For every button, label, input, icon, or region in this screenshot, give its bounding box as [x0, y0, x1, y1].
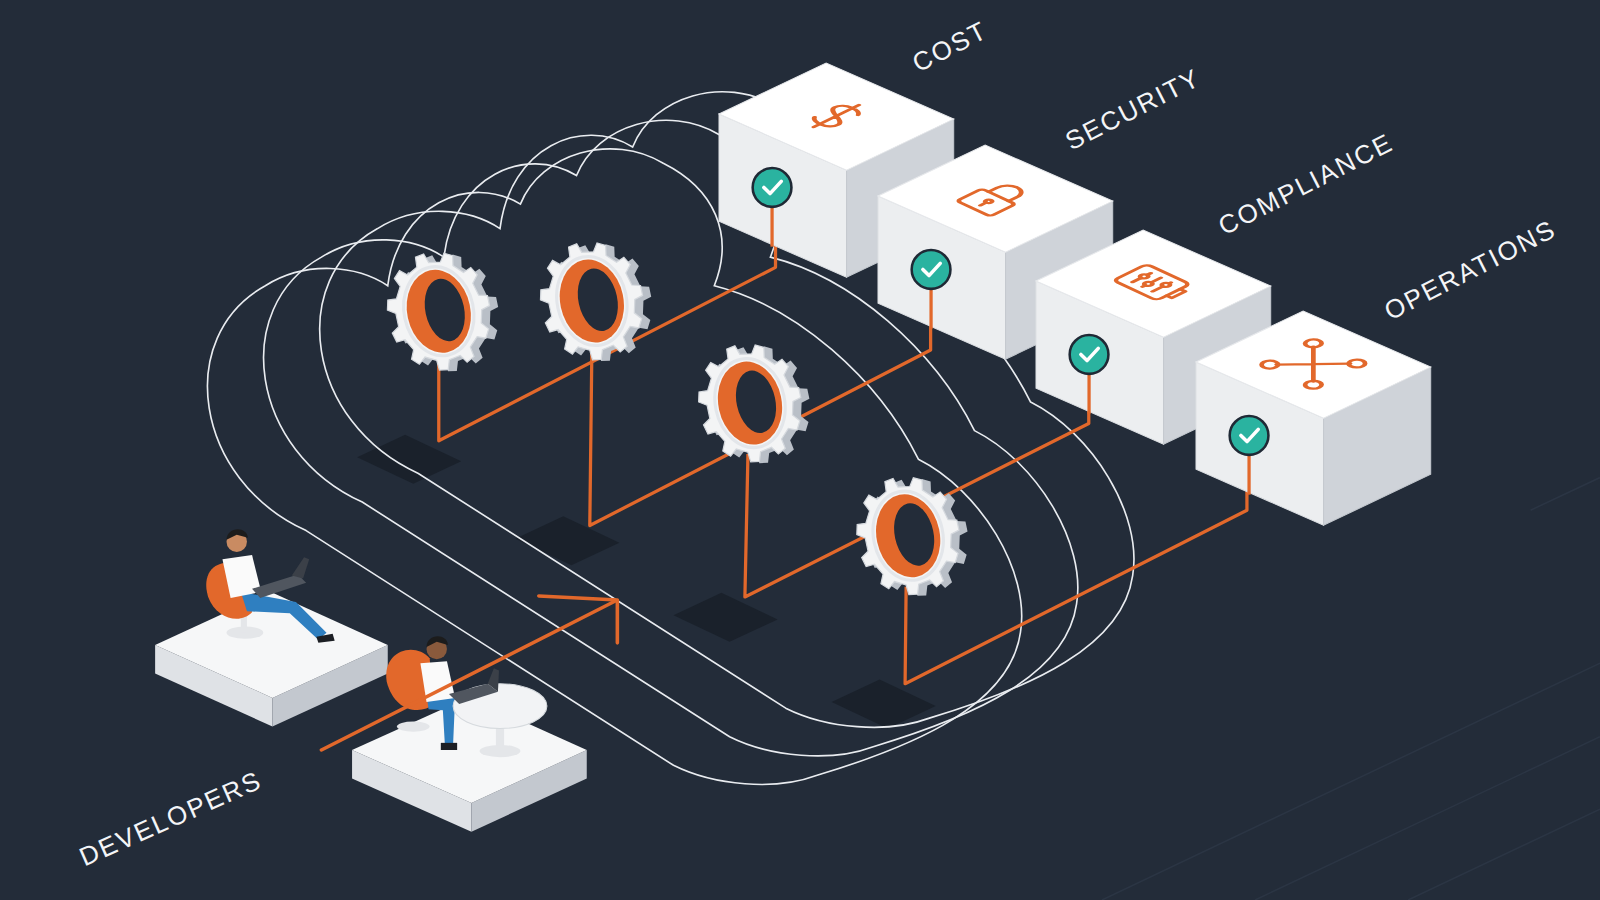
- developer-figure: [206, 529, 334, 643]
- check-badge: [1230, 416, 1269, 455]
- icon-stroke: [804, 101, 869, 132]
- icon-stroke: [1160, 282, 1172, 288]
- gear-icon: [689, 333, 821, 474]
- floor-lines: [1255, 737, 1600, 900]
- check-badge: [1069, 335, 1108, 374]
- icon-stroke: [1258, 359, 1281, 370]
- icon: [1258, 338, 1368, 391]
- developer-figure: [480, 745, 521, 757]
- gear-ring: [869, 488, 948, 583]
- gear-rim: [707, 352, 794, 454]
- cloud-outline: [320, 92, 1134, 728]
- gear-rim: [549, 250, 636, 352]
- check-circle: [1069, 335, 1108, 374]
- developer-figure: [316, 634, 334, 643]
- check-circle: [753, 168, 792, 207]
- gear-ring: [710, 356, 789, 451]
- gear-face: [689, 335, 812, 472]
- gear-hole: [572, 265, 623, 335]
- gear-hole: [419, 275, 470, 345]
- cube-icon: [1258, 338, 1368, 391]
- check-mark: [764, 182, 781, 194]
- check-circle: [911, 250, 950, 289]
- gear-face: [847, 467, 970, 604]
- flow-arrow: [539, 596, 618, 643]
- gear-icon: [531, 231, 663, 372]
- cube-shape: [1196, 311, 1433, 527]
- icon-stroke: [1152, 282, 1170, 291]
- icon-stroke: [1345, 358, 1368, 369]
- gear-face: [378, 243, 501, 380]
- gear-rim: [396, 260, 483, 362]
- icon-stroke: [1142, 281, 1154, 287]
- connector-wires: [905, 449, 1247, 684]
- gear-face: [531, 233, 654, 370]
- icon-stroke: [1166, 289, 1184, 298]
- icon-stroke: [980, 202, 986, 205]
- developer-figure: [397, 721, 430, 731]
- icon-stroke: [988, 183, 1026, 201]
- flow-arrow: [321, 601, 615, 750]
- gear-icon: [847, 466, 979, 607]
- cube-icon: [804, 101, 869, 132]
- flow-arrow: [321, 596, 617, 750]
- icon-stroke: [1138, 273, 1150, 279]
- check-circle: [1230, 416, 1269, 455]
- developer-figure: [227, 529, 248, 540]
- developer-figure: [386, 636, 547, 757]
- cube-top-face: [878, 145, 1113, 252]
- developer-figure: [449, 684, 498, 704]
- cloud-outline: [207, 92, 1133, 785]
- floor-lines: [1531, 478, 1600, 511]
- check-badge: [911, 250, 950, 289]
- icon-stroke: [1302, 338, 1325, 349]
- floor-lines: [1102, 478, 1600, 900]
- icon-stroke: [1276, 347, 1350, 382]
- developer-figure: [427, 636, 448, 647]
- check-mark: [1241, 430, 1258, 442]
- gear-hole: [730, 367, 781, 437]
- developer-figure: [252, 574, 306, 597]
- gear-shadows: [515, 516, 619, 565]
- check-mark: [1081, 348, 1098, 360]
- icon: [956, 180, 1033, 217]
- gear-shadows: [357, 435, 461, 484]
- icon: [804, 101, 869, 132]
- cube-icon: [956, 180, 1033, 217]
- icon-stroke: [1132, 273, 1150, 282]
- cube-top-face: [719, 63, 954, 170]
- developer-figure: [441, 743, 457, 750]
- icon: [1113, 264, 1195, 303]
- cube-top-face: [1196, 311, 1431, 418]
- gear-ring: [552, 254, 631, 349]
- floor-lines: [1408, 809, 1600, 900]
- developer-figure: [427, 694, 456, 745]
- developer-figure: [292, 557, 309, 578]
- cube-icon: [1113, 264, 1195, 303]
- gear-shadows: [673, 593, 777, 642]
- gear-hole: [889, 499, 940, 569]
- icon-stroke: [1142, 277, 1160, 286]
- checklist-cube: OPERATIONS: [1196, 311, 1433, 527]
- icon-stroke: [1113, 264, 1190, 300]
- check-badge: [753, 168, 792, 207]
- gear-icon: [378, 241, 510, 382]
- platforms: [155, 592, 388, 698]
- cloud-outline: [207, 149, 1021, 785]
- floor-lines: [1102, 663, 1600, 900]
- icon-stroke: [956, 189, 1015, 217]
- icon-stroke: [1302, 379, 1325, 390]
- check-mark: [922, 263, 939, 275]
- gear-rim: [865, 485, 952, 587]
- cube-top-face: [1036, 230, 1271, 337]
- developer-figure: [241, 592, 327, 640]
- developer-figure: [488, 668, 499, 691]
- gear-ring: [399, 264, 478, 359]
